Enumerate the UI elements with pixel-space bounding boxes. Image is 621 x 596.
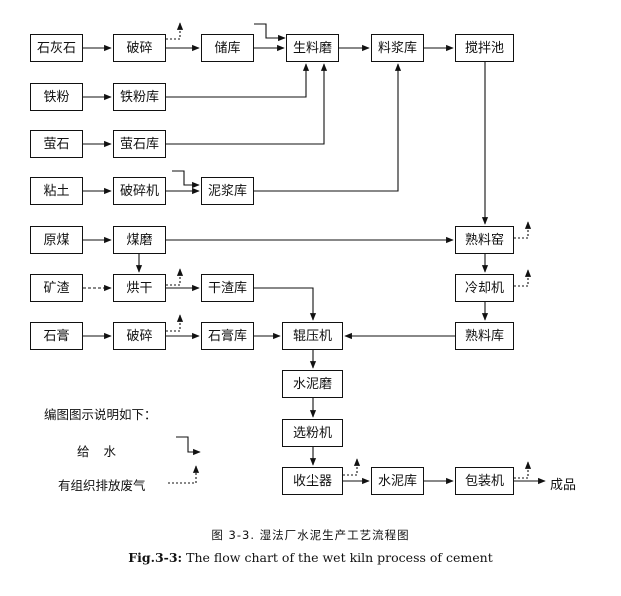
node-mud-store: 泥浆库 [201, 177, 254, 205]
exhaust-dryer [166, 268, 184, 286]
caption-en-prefix: Fig.3-3: [128, 550, 183, 565]
flow-mud-store-to-slurry-store [254, 63, 402, 192]
node-separator: 选粉机 [282, 419, 343, 447]
exhaust-crush-2 [166, 314, 184, 332]
product-label: 成品 [550, 478, 577, 493]
node-fluorite: 萤石 [30, 130, 83, 158]
node-cement-mill: 水泥磨 [282, 370, 343, 398]
water-supply-raw-mill [254, 23, 286, 42]
node-slag: 矿渣 [30, 274, 83, 302]
caption-en-text: The flow chart of the wet kiln process o… [182, 550, 493, 565]
node-storage: 储库 [201, 34, 254, 62]
water-supply-mud-store [172, 170, 200, 189]
node-raw-mill: 生料磨 [286, 34, 339, 62]
node-slurry-store: 料浆库 [371, 34, 424, 62]
caption-en: Fig.3-3: The flow chart of the wet kiln … [0, 550, 621, 565]
node-clinker-store: 熟料库 [455, 322, 514, 350]
legend-exhaust-label: 有组织排放废气 [58, 478, 146, 493]
node-limestone: 石灰石 [30, 34, 83, 62]
legend-title: 编图图示说明如下： [44, 407, 157, 422]
node-cooler: 冷却机 [455, 274, 514, 302]
legend-water-label: 给 水 [77, 444, 116, 459]
node-dryer: 烘干 [113, 274, 166, 302]
node-crusher: 破碎机 [113, 177, 166, 205]
node-dry-slag-store: 干渣库 [201, 274, 254, 302]
legend-water-symbol [176, 436, 201, 456]
flow-fluorite-store-to-raw-mill [166, 63, 328, 145]
node-crush-2: 破碎 [113, 322, 166, 350]
node-gypsum-store: 石膏库 [201, 322, 254, 350]
exhaust-packer [514, 461, 532, 479]
flow-dry-slag-store-to-roller-press [254, 287, 317, 321]
node-iron-powder: 铁粉 [30, 83, 83, 111]
exhaust-dust-collector [343, 458, 361, 476]
exhaust-kiln [514, 221, 532, 239]
legend-exhaust-symbol [168, 465, 200, 484]
node-raw-coal: 原煤 [30, 226, 83, 254]
node-mix-tank: 搅拌池 [455, 34, 514, 62]
node-iron-store: 铁粉库 [113, 83, 166, 111]
node-crush-1: 破碎 [113, 34, 166, 62]
node-roller-press: 辊压机 [282, 322, 343, 350]
node-clinker-kiln: 熟料窑 [455, 226, 514, 254]
node-cement-store: 水泥库 [371, 467, 424, 495]
node-dust-collector: 收尘器 [282, 467, 343, 495]
exhaust-crush-1 [166, 22, 184, 40]
caption-cn: 图 3-3. 湿法厂水泥生产工艺流程图 [211, 528, 410, 542]
node-packer: 包装机 [455, 467, 514, 495]
node-coal-mill: 煤磨 [113, 226, 166, 254]
node-clay: 粘土 [30, 177, 83, 205]
exhaust-cooler [514, 269, 532, 287]
node-fluorite-store: 萤石库 [113, 130, 166, 158]
node-gypsum: 石膏 [30, 322, 83, 350]
flow-iron-store-to-raw-mill [166, 63, 310, 98]
